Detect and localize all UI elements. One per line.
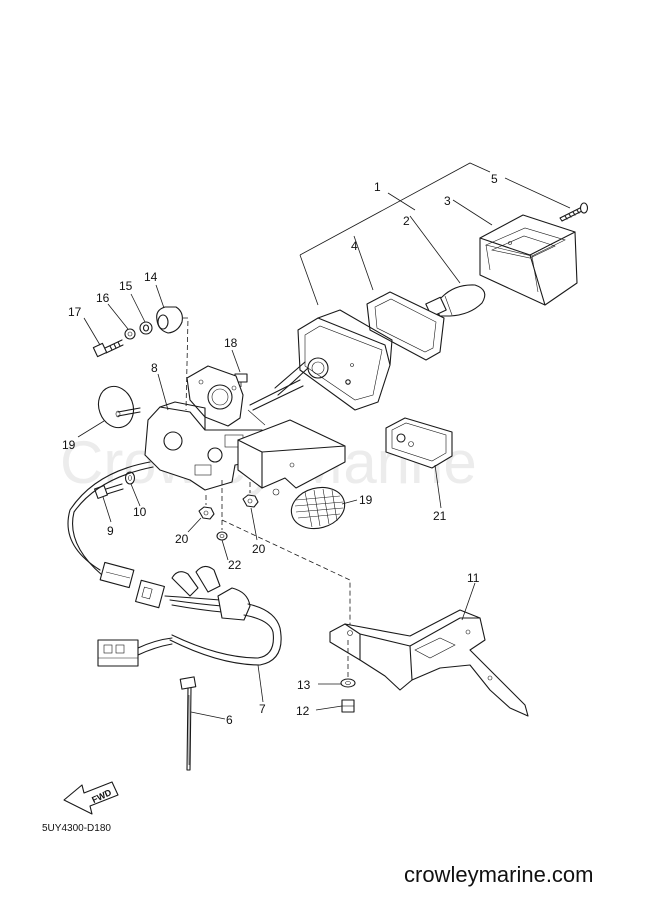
callout-19-right: 19: [359, 493, 373, 507]
holder-bracket-8: [144, 365, 266, 491]
reflector-19-left: [97, 385, 141, 429]
callout-22: 22: [228, 558, 242, 572]
bulb-part: [425, 284, 486, 318]
gasket-part: [366, 291, 445, 361]
callout-19-left: 19: [62, 438, 76, 452]
callout-17: 17: [68, 305, 82, 319]
callout-1: 1: [374, 180, 381, 194]
mount-bracket: [237, 419, 346, 496]
parts-14-17: [92, 306, 189, 411]
callout-5: 5: [491, 172, 498, 186]
cable-tie-6: [179, 676, 197, 771]
callout-8: 8: [151, 361, 158, 375]
callout-10: 10: [133, 505, 147, 519]
callout-numbers: 1 2 3 4 5 6 7 8 9 10 11 12 13 14 15 16 1…: [62, 172, 498, 727]
callout-13: 13: [297, 678, 311, 692]
callout-7: 7: [259, 702, 266, 716]
callout-16: 16: [96, 291, 110, 305]
callout-9: 9: [107, 524, 114, 538]
leader-lines: [77, 284, 476, 720]
callout-6: 6: [226, 713, 233, 727]
callout-20-left: 20: [175, 532, 189, 546]
lens-part: [479, 214, 578, 306]
harness-7: [67, 461, 282, 667]
site-url: crowleymarine.com: [404, 862, 594, 887]
diagram-code: 5UY4300-D180: [42, 823, 111, 834]
callout-4: 4: [351, 239, 358, 253]
callout-20-right: 20: [252, 542, 266, 556]
group-bracket: [299, 162, 571, 306]
callout-18: 18: [224, 336, 238, 350]
fwd-arrow-icon: FWD: [63, 781, 119, 815]
callout-12: 12: [296, 704, 310, 718]
nuts-20-22: [198, 480, 259, 541]
callout-21: 21: [433, 509, 447, 523]
callout-2: 2: [403, 214, 410, 228]
bracket-11: [329, 609, 529, 717]
alignment-line: [221, 519, 351, 632]
gasket-21: [385, 417, 453, 469]
callout-3: 3: [444, 194, 451, 208]
screw-5: [559, 202, 589, 222]
callout-14: 14: [144, 270, 158, 284]
reflector-19-right: [290, 486, 346, 530]
lamp-housing-part: [249, 309, 393, 411]
callout-15: 15: [119, 279, 133, 293]
callout-11: 11: [467, 571, 480, 585]
